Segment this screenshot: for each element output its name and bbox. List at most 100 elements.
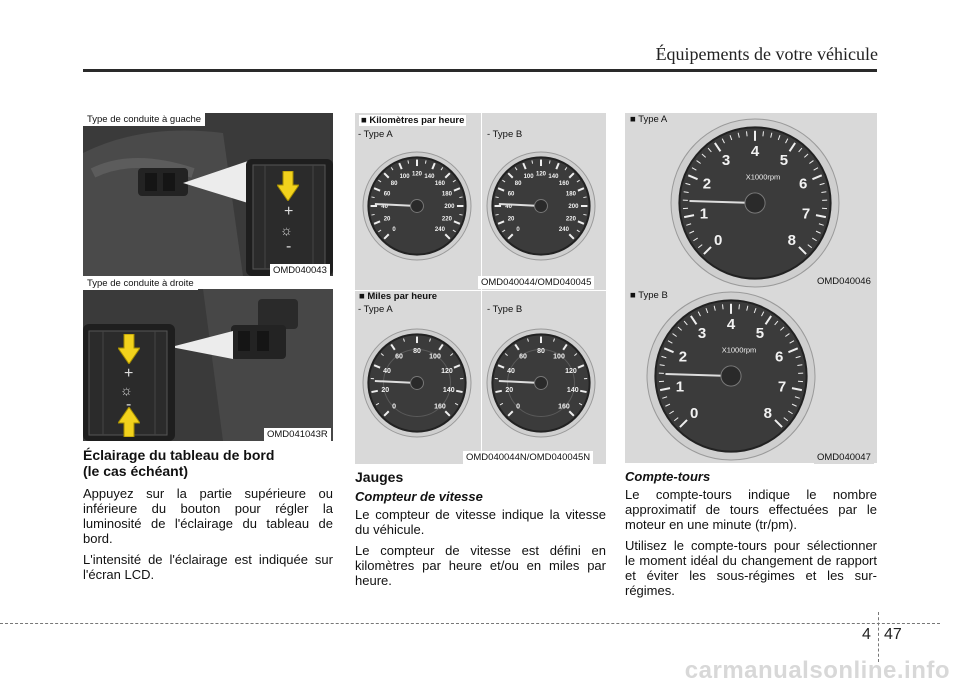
gauge-tick (495, 213, 499, 216)
gauge-tick (577, 220, 585, 225)
gauge-tick-label: 140 (443, 387, 455, 394)
chapter-number: 4 (862, 626, 871, 643)
gauge-tick (667, 340, 673, 344)
gauge-tick (691, 167, 697, 171)
gauge-tick (373, 364, 381, 369)
gauge-tick-label: 200 (568, 204, 579, 210)
gauge-tick (452, 229, 456, 233)
gauge-tick (677, 326, 682, 331)
gauge-tick (696, 160, 701, 164)
gauge-tick (576, 179, 580, 183)
dimmer-icon-1: ☼ (280, 222, 293, 238)
gauge-tick (390, 167, 394, 171)
gauge-tick (424, 160, 427, 164)
page-number: 47 (884, 626, 902, 643)
gauge-tick (686, 223, 692, 226)
gauge-tick (788, 410, 793, 415)
gauge-tick (440, 167, 444, 171)
gauge-tick-label: 3 (698, 325, 706, 342)
gauge-tick (791, 387, 803, 392)
gauge-tick (661, 355, 667, 359)
gauge-tick-label: 4 (751, 143, 760, 160)
gauge-tick-label: 180 (442, 192, 453, 198)
gauge-tick-label: 20 (384, 216, 391, 222)
tach-type-b-label: ■ Type B (630, 290, 668, 301)
gauge-tick-label: 200 (444, 204, 455, 210)
gauge-tick-label: 2 (703, 175, 711, 192)
footer-rule (0, 623, 940, 624)
gauge-tick (507, 410, 514, 417)
gauge-tick (659, 387, 671, 392)
gauge-tick-label: 80 (515, 181, 522, 187)
paragraph: L'intensité de l'éclairage est indiquée … (83, 552, 333, 582)
gauge-tick (553, 338, 555, 342)
gauge-hub (410, 199, 424, 213)
gauge-tick (429, 338, 431, 342)
gauge-tick (722, 304, 724, 310)
gauge-tick-label: 5 (780, 152, 788, 169)
gauge-tick (383, 172, 390, 179)
gauge-tick-label: 160 (434, 403, 446, 410)
gauge-tick (431, 162, 436, 170)
kmh-code: OMD040044/OMD040045 (478, 276, 595, 289)
gauge-tick-label: 120 (565, 368, 577, 375)
gauge-tick (780, 326, 785, 331)
gauge-tick-label: 8 (764, 405, 772, 422)
gauge-tick-label: 100 (524, 174, 535, 180)
gauge-tick (444, 410, 451, 417)
right-text-block: Compte-tours Le compte-tours indique le … (625, 469, 877, 604)
gauge-hub (534, 199, 548, 213)
gauge-tick (785, 333, 790, 337)
subheading-tachometer: Compte-tours (625, 469, 711, 484)
gauge-tick (797, 364, 803, 366)
section-heading-line1: Éclairage du tableau de bord (83, 447, 275, 463)
gauge-tick (746, 131, 748, 137)
gauge-needle (665, 373, 732, 377)
gauge-tick (788, 347, 799, 354)
gauge-tick-label: 1 (676, 378, 684, 395)
gauge-tick (659, 364, 665, 366)
gauge-tick (383, 410, 390, 417)
gauge-tick (398, 162, 403, 170)
gauge-tick-label: 140 (567, 387, 579, 394)
divider (481, 291, 482, 464)
mph-type-b-label: - Type B (487, 304, 523, 315)
gauge-tick (679, 419, 688, 428)
gauge-tick (568, 172, 575, 179)
gauge-tick (685, 182, 691, 186)
gauge-tick-label: 2 (679, 348, 687, 365)
gauge-tick-label: 240 (435, 227, 446, 233)
gauge-tick (693, 237, 698, 242)
gauge-tick (738, 304, 740, 310)
gauge-tick-label: 220 (566, 216, 577, 222)
gauge-tick (737, 132, 740, 138)
gauge-tick (564, 167, 568, 171)
gauge-tick (390, 343, 396, 351)
gauge-tick (495, 196, 499, 199)
gauge-tick (444, 233, 451, 240)
photo1-caption: Type de conduite à guache (83, 113, 206, 126)
gauge-tick (689, 230, 695, 234)
header-rule (83, 69, 877, 72)
gauge-tick (531, 160, 534, 164)
gauge-tick-label: 20 (381, 387, 389, 394)
gauge-tick-label: 60 (508, 192, 515, 198)
photo2-caption: Type de conduite à droite (83, 277, 198, 290)
gauge-tick (705, 308, 709, 314)
gauge-tick (821, 191, 827, 193)
gauge-tick (527, 338, 529, 342)
gauge-tick (762, 131, 764, 137)
gauge-tick-label: 220 (442, 216, 453, 222)
gauge-tick (819, 182, 825, 186)
gauge-tick (804, 153, 809, 158)
gauge-tick-label: 20 (508, 216, 515, 222)
gauge-tick-label: 100 (400, 174, 411, 180)
gauge-tick (578, 402, 583, 406)
left-text-block: Éclairage du tableau de bord (le cas éch… (83, 447, 333, 588)
